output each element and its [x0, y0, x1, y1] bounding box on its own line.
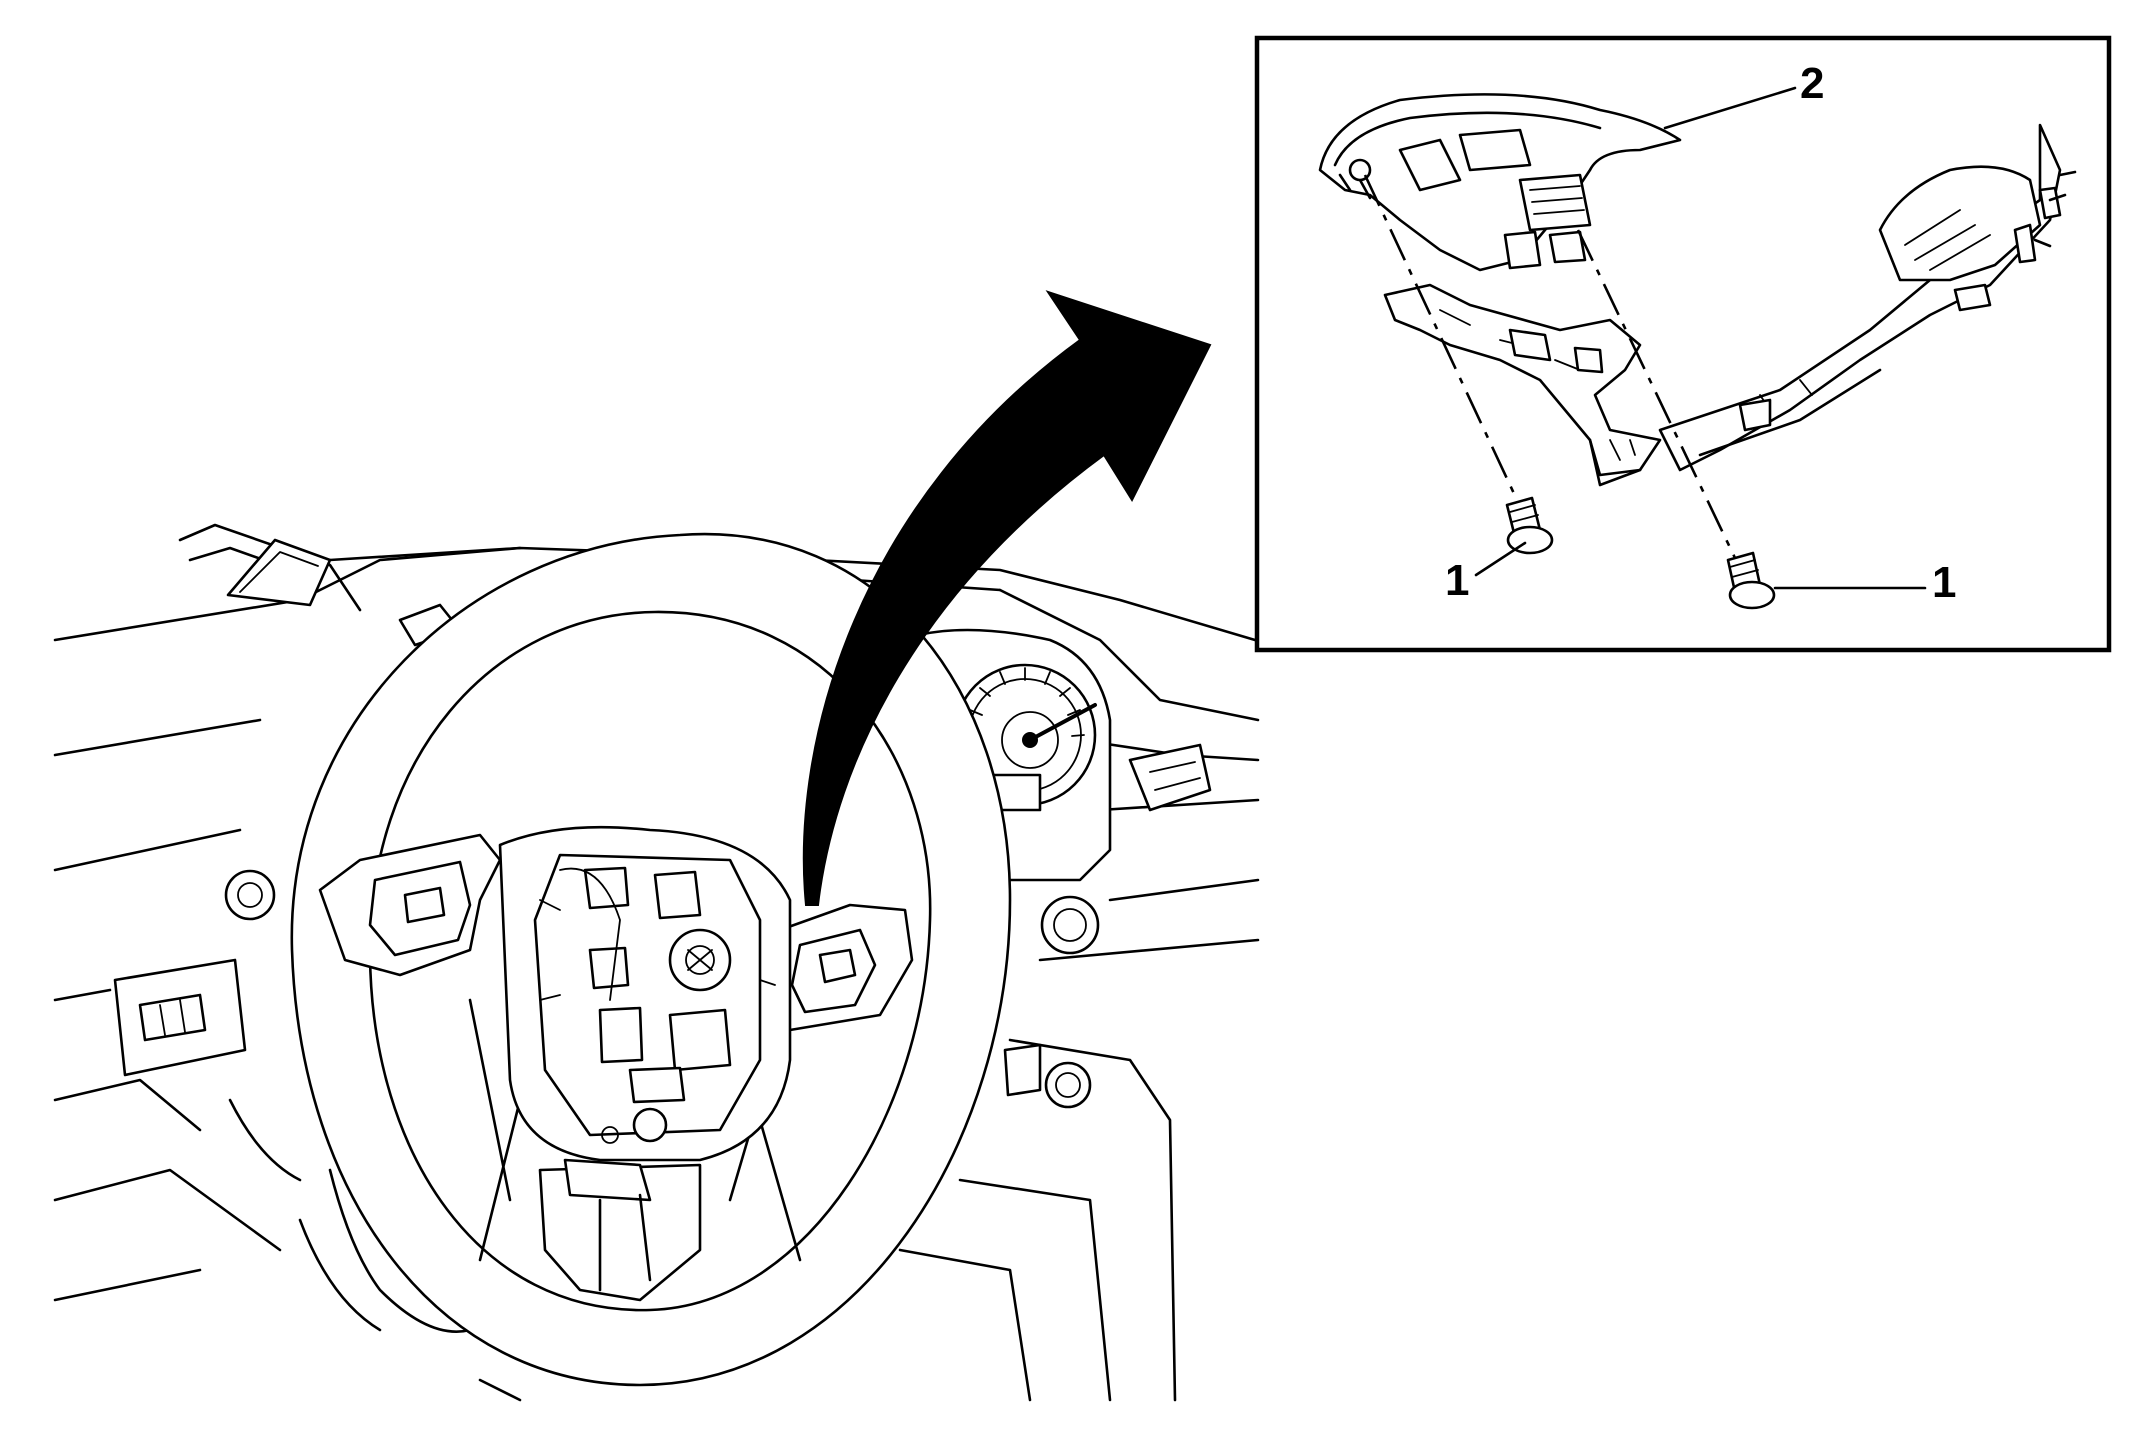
switch-bezel-part-2: [1318, 93, 1682, 272]
leader-2: [1663, 86, 1797, 130]
mounting-bracket: [1383, 283, 1662, 487]
leader-1-left: [1474, 541, 1527, 577]
transition-arrow: [802, 290, 1212, 906]
callout-1-left: 1: [1445, 556, 1469, 605]
screw-1-right: [1726, 551, 1776, 610]
callout-1-right: 1: [1932, 558, 1956, 607]
right-gauge-ticks: [969, 667, 1085, 737]
right-switch-assembly: [1658, 123, 2077, 472]
alignment-lines: [1363, 174, 1737, 559]
screw-1-left: [1505, 496, 1554, 555]
callout-2: 2: [1800, 59, 1824, 108]
detail-inset: 1 1 2: [1254, 35, 2112, 653]
